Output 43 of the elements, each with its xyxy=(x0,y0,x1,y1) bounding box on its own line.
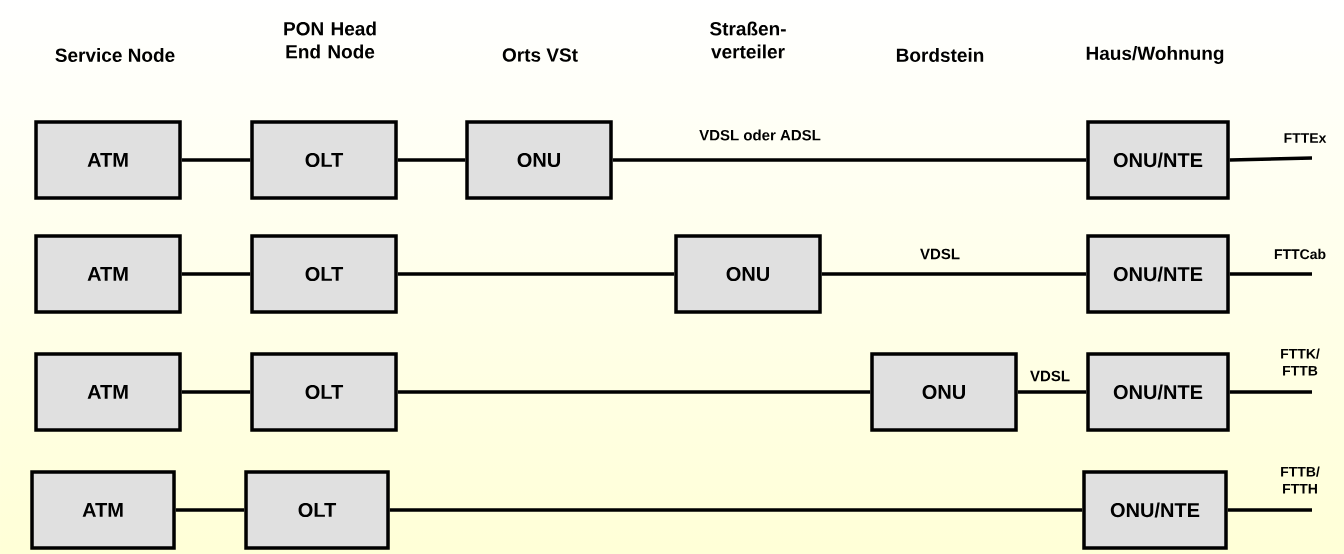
column-heading: Straßen- verteiler xyxy=(710,21,786,59)
device-box: ONU xyxy=(674,234,822,314)
device-box: ONU xyxy=(870,352,1018,432)
column-heading: Bordstein xyxy=(896,48,984,62)
line xyxy=(175,508,245,512)
edge-label: FTTB/ FTTH xyxy=(1281,466,1320,494)
line xyxy=(1229,156,1313,162)
device-box: OLT xyxy=(250,352,398,432)
line xyxy=(181,158,251,162)
edge-label: VDSL xyxy=(1030,370,1070,382)
device-box: ONU/NTE xyxy=(1086,120,1230,200)
device-box: ONU/NTE xyxy=(1086,352,1230,432)
line xyxy=(1229,390,1312,394)
edge-label: FTTK/ FTTB xyxy=(1281,348,1320,376)
column-heading: Haus/Wohnung xyxy=(1086,46,1224,64)
column-heading: Service Node xyxy=(55,48,175,62)
device-box: OLT xyxy=(244,470,390,550)
line xyxy=(389,508,1083,512)
line xyxy=(397,158,466,162)
device-box: ATM xyxy=(34,234,182,314)
line xyxy=(181,272,251,276)
column-heading: Orts VSt xyxy=(502,48,578,62)
line xyxy=(1229,272,1312,276)
line xyxy=(397,272,675,276)
device-box: OLT xyxy=(250,120,398,200)
device-box: ATM xyxy=(34,352,182,432)
line xyxy=(612,158,1087,162)
edge-label: FTTCab xyxy=(1274,248,1326,260)
device-box: ONU xyxy=(465,120,613,200)
device-box: OLT xyxy=(250,234,398,314)
line xyxy=(181,390,251,394)
device-box: ONU/NTE xyxy=(1086,234,1230,314)
device-box: ONU/NTE xyxy=(1082,470,1228,550)
device-box: ATM xyxy=(34,120,182,200)
edge-label: VDSL oder ADSL xyxy=(699,129,821,141)
line xyxy=(821,272,1087,276)
line xyxy=(1017,390,1087,394)
edge-label: FTTEx xyxy=(1284,133,1327,143)
line xyxy=(1227,508,1312,512)
line xyxy=(397,390,871,394)
device-box: ATM xyxy=(30,470,176,550)
column-heading: PON Head End Node xyxy=(284,21,376,59)
edge-label: VDSL xyxy=(920,248,960,260)
